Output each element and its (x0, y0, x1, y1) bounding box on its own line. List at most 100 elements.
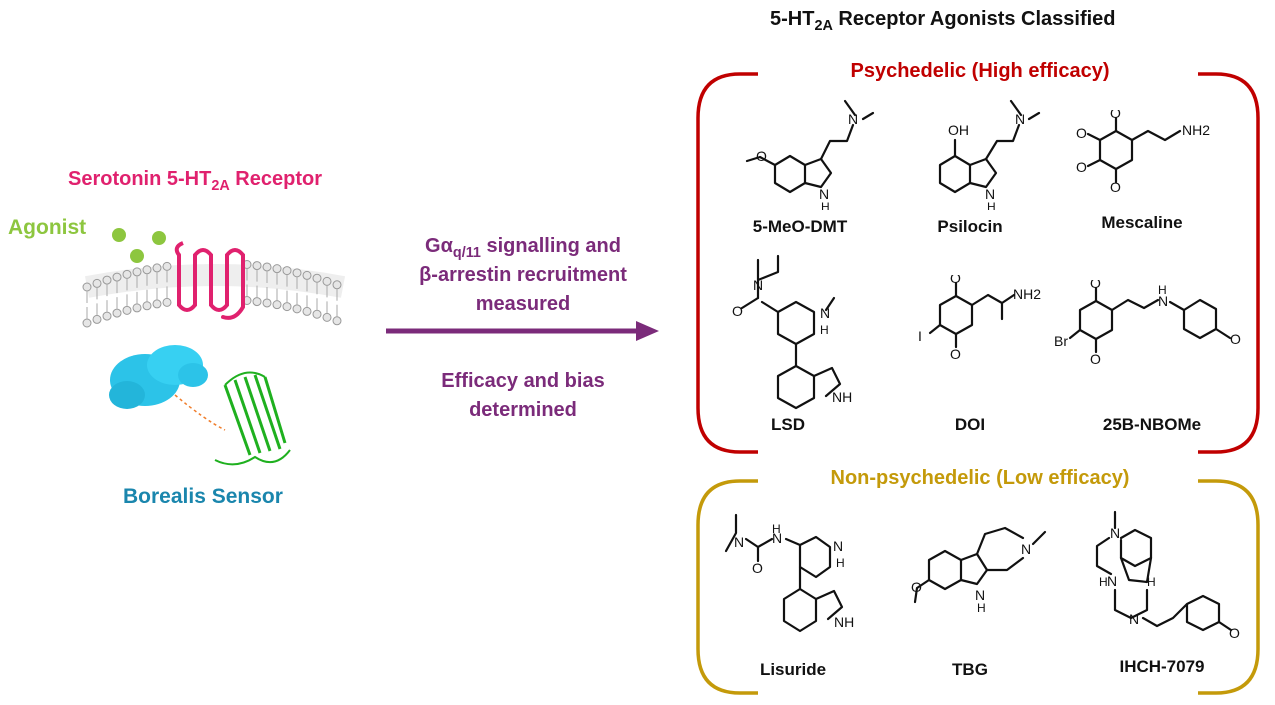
svg-text:H: H (987, 200, 996, 210)
lipid-head-icon (112, 272, 122, 282)
svg-text:O: O (1076, 125, 1087, 141)
structure-psilocin: OH N H N (938, 99, 1041, 210)
lipid-head-icon (262, 298, 272, 308)
svg-text:O: O (1090, 351, 1101, 367)
svg-text:NH: NH (834, 614, 854, 630)
svg-text:O: O (732, 303, 743, 319)
result-line-2: determined (469, 399, 577, 421)
lipid-head-icon (132, 303, 142, 313)
lipid-head-icon (252, 261, 262, 271)
svg-text:N: N (975, 587, 985, 603)
svg-text:O: O (950, 346, 961, 362)
lipid-head-icon (302, 306, 312, 316)
svg-text:O: O (1076, 159, 1087, 175)
lipid-head-icon (302, 270, 312, 280)
figure-title: 5-HT2A Receptor Agonists Classified (770, 8, 1116, 35)
compound-label-lisuride: Lisuride (759, 660, 827, 679)
receptor-label: Serotonin 5-HT2A Receptor (68, 168, 322, 195)
svg-text:H: H (977, 601, 986, 615)
svg-text:H: H (821, 200, 830, 210)
non-psychedelic-bracket (696, 479, 1260, 695)
lipid-head-icon (332, 280, 342, 290)
svg-text:NH: NH (832, 389, 852, 405)
linker-icon (174, 394, 226, 431)
lipid-head-icon (162, 261, 172, 271)
lipid-head-icon (272, 300, 282, 310)
lipid-head-icon (152, 263, 162, 273)
structure-5-meo-dmt: O N H N (745, 99, 875, 210)
svg-text:N: N (848, 111, 858, 127)
lipid-head-icon (92, 314, 102, 324)
compound-label-ihch-7079: IHCH-7079 (1119, 657, 1205, 676)
svg-text:H: H (1099, 575, 1108, 589)
lipid-head-icon (142, 265, 152, 275)
svg-text:H: H (836, 556, 845, 570)
lipid-bilayer-icon (82, 260, 346, 328)
lipid-head-icon (162, 297, 172, 307)
lipid-head-icon (312, 273, 322, 283)
svg-text:O: O (756, 148, 767, 164)
compound-label-mescaline: Mescaline (1101, 213, 1183, 232)
result-line-1: Efficacy and bias (441, 370, 605, 392)
svg-text:H: H (1158, 283, 1167, 297)
lipid-head-icon (252, 297, 262, 307)
process-line-3: measured (475, 293, 571, 315)
lipid-head-icon (272, 264, 282, 274)
svg-text:N: N (820, 305, 830, 321)
lipid-head-icon (322, 276, 332, 286)
lipid-head-icon (312, 309, 322, 319)
lipid-head-icon (82, 318, 92, 328)
svg-text:NH2: NH2 (1013, 286, 1041, 302)
structure-doi: NH2 O I O (918, 275, 1041, 362)
svg-text:N: N (1107, 573, 1117, 589)
structure-mescaline: NH2 O O O O (1076, 110, 1210, 195)
svg-text:H: H (1147, 575, 1156, 589)
svg-text:O: O (1229, 625, 1240, 641)
svg-text:O: O (1110, 179, 1121, 195)
lipid-head-icon (262, 262, 272, 272)
svg-text:I: I (918, 328, 922, 344)
structure-tbg: N N H O (911, 526, 1047, 615)
svg-text:N: N (753, 277, 763, 293)
agonist-label: Agonist (8, 216, 87, 239)
protein-blob-icon (109, 345, 208, 409)
agonist-ball-icon (112, 228, 126, 242)
process-description: Gαq/11 signalling and β-arrestin recruit… (388, 232, 658, 319)
agonist-ball-icon (130, 249, 144, 263)
sensor-label: Borealis Sensor (123, 485, 283, 508)
svg-text:N: N (833, 538, 843, 554)
lipid-head-icon (292, 268, 302, 278)
lipid-head-icon (102, 311, 112, 321)
svg-text:N: N (1129, 611, 1139, 627)
compound-label-25b-nbome: 25B-NBOMe (1102, 415, 1202, 434)
structure-ihch-7079: N N H H N O (1095, 510, 1240, 641)
svg-text:H: H (820, 323, 829, 337)
compound-label-doi: DOI (954, 415, 986, 434)
compound-label-psilocin: Psilocin (937, 217, 1003, 236)
lipid-head-icon (112, 308, 122, 318)
lipid-head-icon (82, 282, 92, 292)
svg-text:H: H (772, 522, 781, 536)
psychedelic-bracket (696, 72, 1260, 454)
result-description: Efficacy and bias determined (388, 367, 658, 425)
lipid-head-icon (102, 275, 112, 285)
lipid-head-icon (292, 304, 302, 314)
svg-text:NH2: NH2 (1182, 122, 1210, 138)
lipid-head-icon (122, 269, 132, 279)
svg-text:N: N (734, 534, 744, 550)
lipid-head-icon (122, 305, 132, 315)
receptor-membrane-illustration (82, 228, 346, 466)
svg-text:O: O (911, 579, 922, 595)
lipid-head-icon (332, 316, 342, 326)
svg-text:N: N (819, 186, 829, 202)
lipid-head-icon (132, 267, 142, 277)
svg-text:N: N (985, 186, 995, 202)
lipid-head-icon (92, 278, 102, 288)
svg-text:O: O (950, 275, 961, 286)
svg-text:N: N (772, 530, 782, 546)
svg-text:Br: Br (1054, 333, 1068, 349)
svg-text:O: O (1110, 110, 1121, 121)
structure-lsd: N O N H NH (732, 254, 852, 410)
structure-25b-nbome: N H O O Br O (1054, 280, 1241, 367)
svg-text:N: N (1015, 111, 1025, 127)
